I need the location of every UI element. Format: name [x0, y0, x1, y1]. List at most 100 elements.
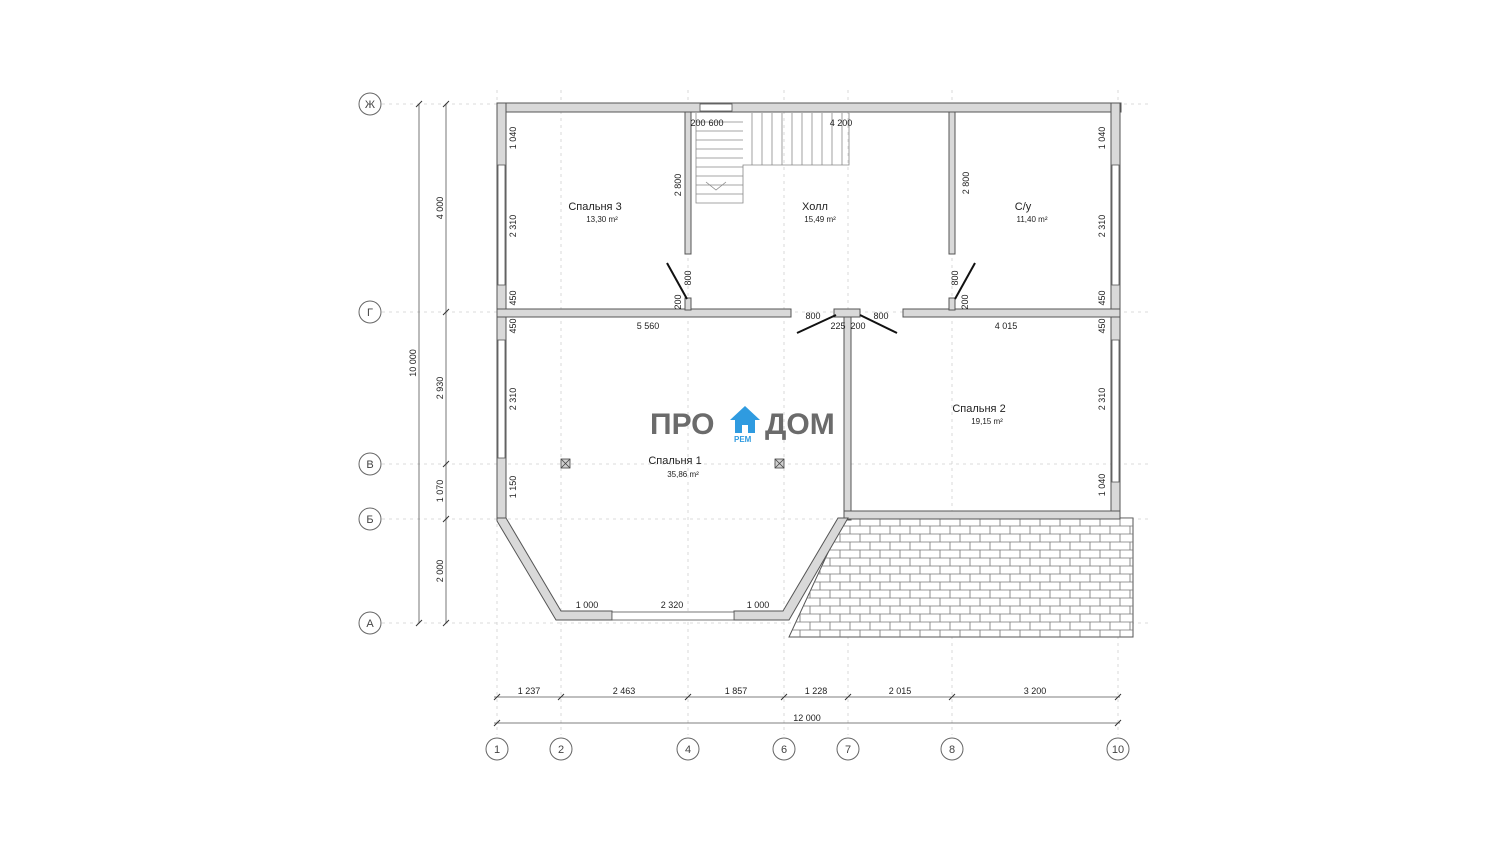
dim-left-450-a: 450	[508, 290, 518, 305]
dim-bottom-6: 3 200	[1024, 686, 1047, 696]
dim-left-1: 4 000	[435, 197, 445, 220]
dim-door-200-b: 200	[960, 294, 970, 309]
dim-corridor-5560: 5 560	[637, 321, 660, 331]
dim-bottom-total: 12 000	[793, 713, 821, 723]
dim-right-450-b: 450	[1097, 318, 1107, 333]
dim-left-2310-b: 2 310	[508, 388, 518, 411]
columns	[560, 458, 785, 469]
house-icon	[730, 406, 760, 433]
dim-right-1040-b: 1 040	[1097, 474, 1107, 497]
dim-corridor-200: 200	[850, 321, 865, 331]
dim-tick	[948, 693, 956, 701]
dim-top-600: 600	[708, 118, 723, 128]
dim-tick	[415, 100, 423, 108]
dim-bottom-4: 1 228	[805, 686, 828, 696]
room-area-bedroom1: 35,86 m²	[667, 470, 699, 479]
axis-bubble-row: Г	[358, 300, 382, 324]
dim-partition-2800-b: 2 800	[961, 172, 971, 195]
dimension-lines	[418, 104, 1120, 724]
dim-corridor-800-b: 800	[873, 311, 888, 321]
dim-tick	[780, 693, 788, 701]
logo-text-right: ДОМ	[765, 408, 835, 441]
room-name-bathroom: С/у	[1015, 201, 1032, 213]
dim-left-1150: 1 150	[508, 476, 518, 499]
dim-tick	[1114, 719, 1122, 727]
dim-partition-2800-a: 2 800	[673, 174, 683, 197]
room-area-bedroom3: 13,30 m²	[586, 215, 618, 224]
dim-right-1040-a: 1 040	[1097, 127, 1107, 150]
dim-tick	[442, 619, 450, 627]
dim-window-1000-b: 1 000	[747, 600, 770, 610]
windows	[497, 103, 1120, 621]
dim-tick	[442, 100, 450, 108]
dim-top-200: 200	[690, 118, 705, 128]
logo-subtext: РЕМ	[734, 435, 752, 444]
dim-top-4200: 4 200	[830, 118, 853, 128]
door-swings	[666, 262, 976, 334]
dim-tick	[844, 693, 852, 701]
axis-bubble-col: 2	[549, 737, 573, 761]
axis-bubble-row: Ж	[358, 92, 382, 116]
dim-tick	[493, 719, 501, 727]
axis-col-label: 7	[845, 744, 851, 756]
axis-row-label: А	[366, 618, 374, 630]
dim-left-total: 10 000	[408, 349, 418, 377]
dim-left-450-b: 450	[508, 318, 518, 333]
axis-col-label: 10	[1112, 744, 1124, 756]
axis-bubble-col: 7	[836, 737, 860, 761]
axis-bubble-col: 6	[772, 737, 796, 761]
axis-col-label: 4	[685, 744, 691, 756]
axis-bubble-row: А	[358, 611, 382, 635]
axis-bubbles: Ж Г В Б А 1 2 4 6 7 8 10	[358, 92, 1130, 761]
logo-text-left: ПРО	[650, 408, 715, 441]
dim-corridor-800-a: 800	[805, 311, 820, 321]
dim-left-4: 2 000	[435, 560, 445, 583]
outer-dimension-labels: 1 237 2 463 1 857 1 228 2 015 3 200 12 0…	[408, 197, 1046, 723]
axis-row-label: Б	[366, 514, 373, 526]
axis-bubble-col: 4	[676, 737, 700, 761]
dim-tick	[442, 515, 450, 523]
dim-left-2: 2 930	[435, 377, 445, 400]
axis-row-label: Г	[367, 307, 373, 319]
room-name-bedroom3: Спальня 3	[568, 201, 621, 213]
terrace	[788, 517, 1134, 638]
axis-bubble-col: 8	[940, 737, 964, 761]
dim-tick	[493, 693, 501, 701]
axis-bubble-col: 10	[1106, 737, 1130, 761]
dim-tick	[557, 693, 565, 701]
dim-bottom-5: 2 015	[889, 686, 912, 696]
dim-right-2310-b: 2 310	[1097, 388, 1107, 411]
dim-corridor-4015: 4 015	[995, 321, 1018, 331]
axis-bubble-row: Б	[358, 507, 382, 531]
axis-col-label: 8	[949, 744, 955, 756]
dim-tick	[442, 308, 450, 316]
dim-bottom-3: 1 857	[725, 686, 748, 696]
room-area-bedroom2: 19,15 m²	[971, 417, 1003, 426]
axis-bubble-row: В	[358, 452, 382, 476]
dim-window-2320: 2 320	[661, 600, 684, 610]
axis-col-label: 1	[494, 744, 500, 756]
dim-right-2310-a: 2 310	[1097, 215, 1107, 238]
dim-right-450-a: 450	[1097, 290, 1107, 305]
dim-tick	[442, 460, 450, 468]
dim-left-1040: 1 040	[508, 127, 518, 150]
dim-tick	[415, 619, 423, 627]
dim-corridor-225: 225	[830, 321, 845, 331]
room-name-bedroom1: Спальня 1	[648, 455, 701, 467]
axis-bubble-col: 1	[485, 737, 509, 761]
room-name-bedroom2: Спальня 2	[952, 403, 1005, 415]
dim-bottom-2: 2 463	[613, 686, 636, 696]
dim-door-200-a: 200	[673, 294, 683, 309]
dim-window-1000-a: 1 000	[576, 600, 599, 610]
dim-door-800-a: 800	[683, 270, 693, 285]
axis-row-label: Ж	[365, 99, 375, 111]
dim-left-2310-a: 2 310	[508, 215, 518, 238]
dim-tick	[1114, 693, 1122, 701]
logo: ПРО РЕМ ДОМ	[650, 406, 835, 444]
dim-door-800-b: 800	[950, 270, 960, 285]
axis-col-label: 6	[781, 744, 787, 756]
dim-left-3: 1 070	[435, 480, 445, 503]
dim-bottom-1: 1 237	[518, 686, 541, 696]
room-labels: Спальня 3 13,30 m² Холл 15,49 m² С/у 11,…	[568, 201, 1048, 479]
